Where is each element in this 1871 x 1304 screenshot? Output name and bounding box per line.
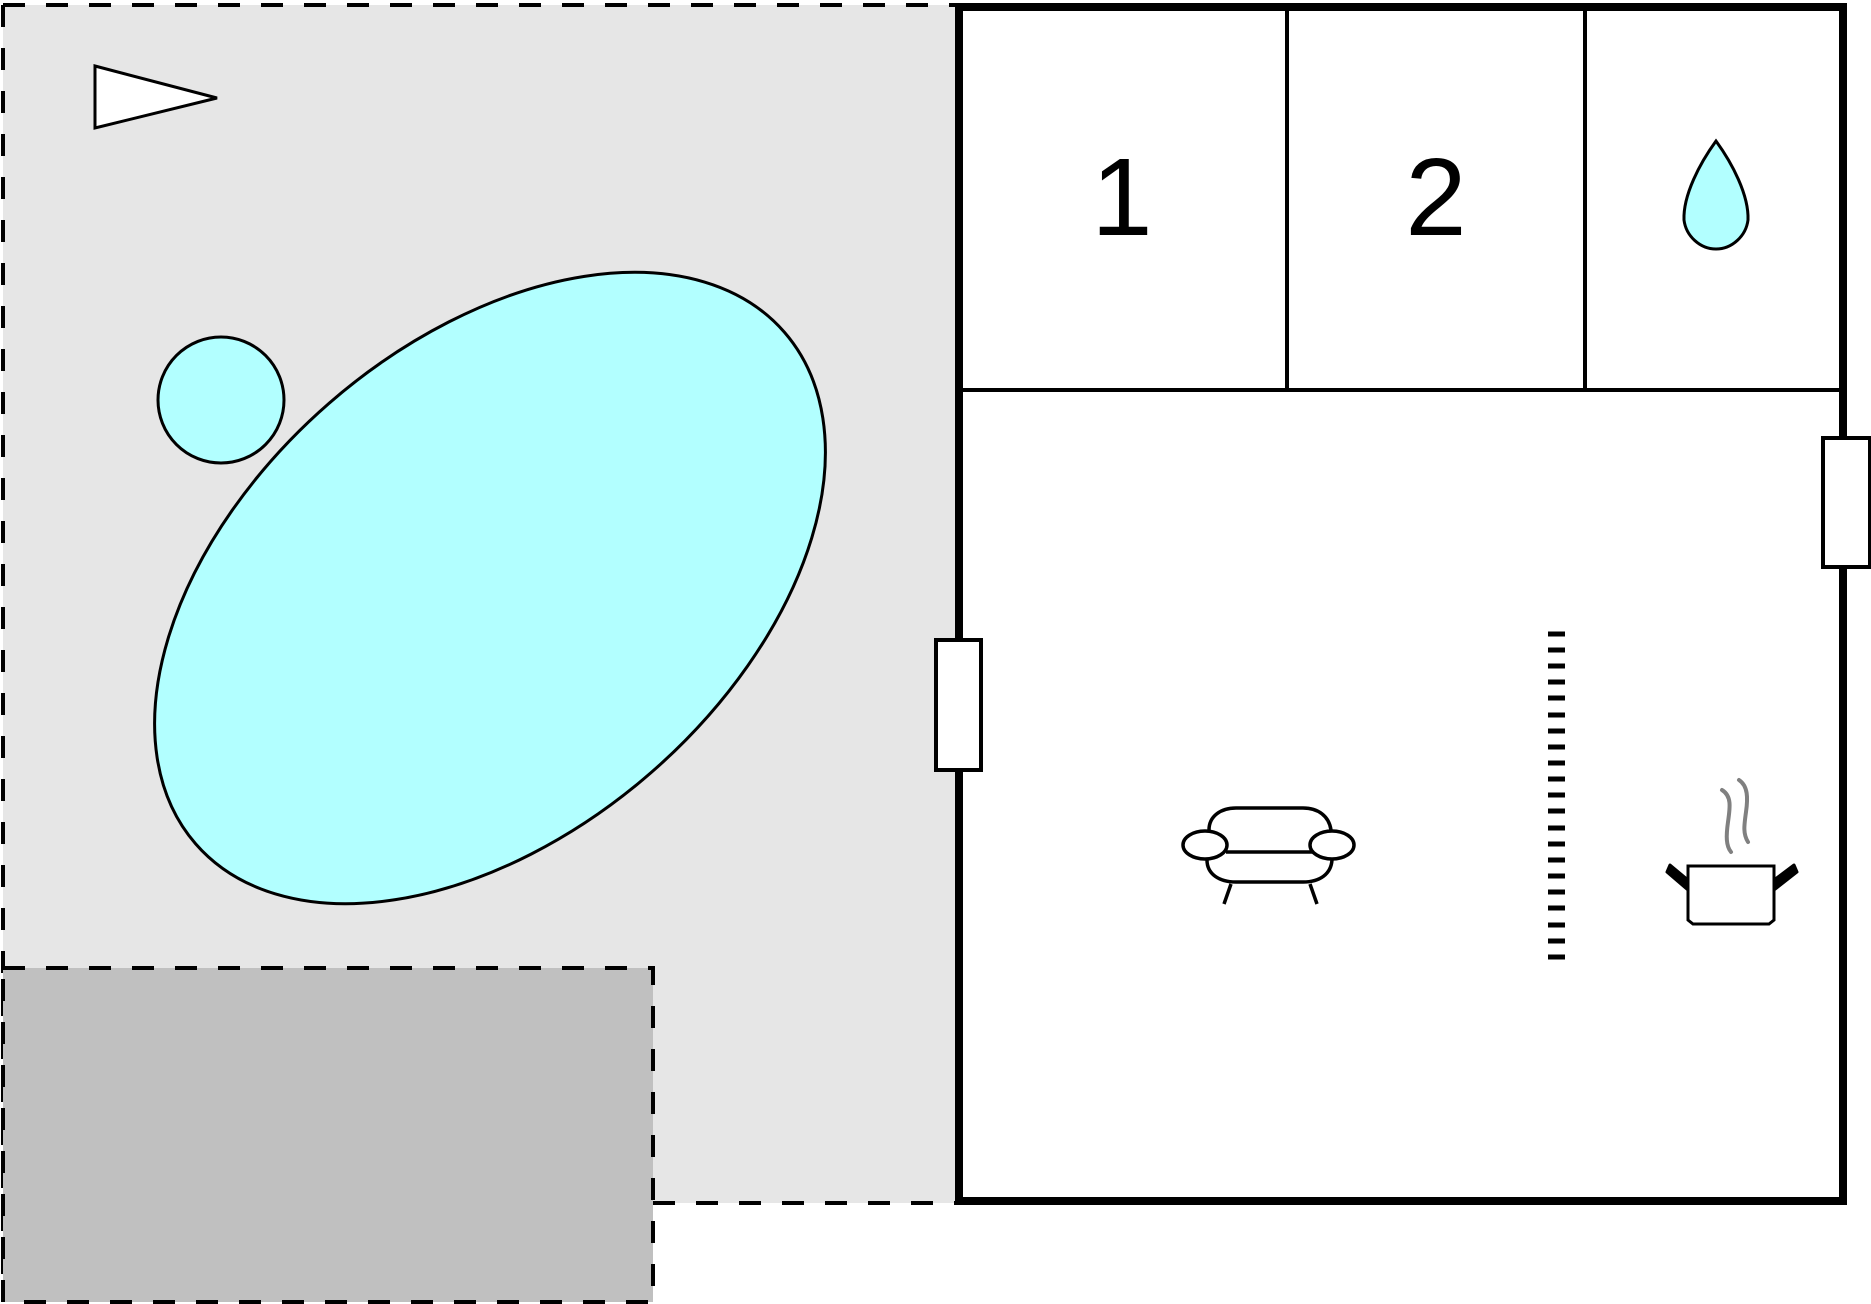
sofa-icon xyxy=(1181,806,1356,905)
interior-walls xyxy=(959,7,1843,392)
stairs-icon xyxy=(1548,631,1565,960)
pool xyxy=(153,270,827,906)
door-left-wall xyxy=(934,638,983,772)
outer-walls xyxy=(955,3,1847,1205)
room-label-bedroom-2: 2 xyxy=(1405,136,1466,259)
hot-tub xyxy=(156,335,286,465)
door-right-wall xyxy=(1821,436,1871,569)
cooking-pot-icon xyxy=(1665,778,1799,926)
water-drop-icon xyxy=(1682,138,1750,251)
north-arrow-icon xyxy=(93,64,218,130)
room-label-bedroom-1: 1 xyxy=(1091,136,1152,259)
carport-area xyxy=(1,966,655,1304)
